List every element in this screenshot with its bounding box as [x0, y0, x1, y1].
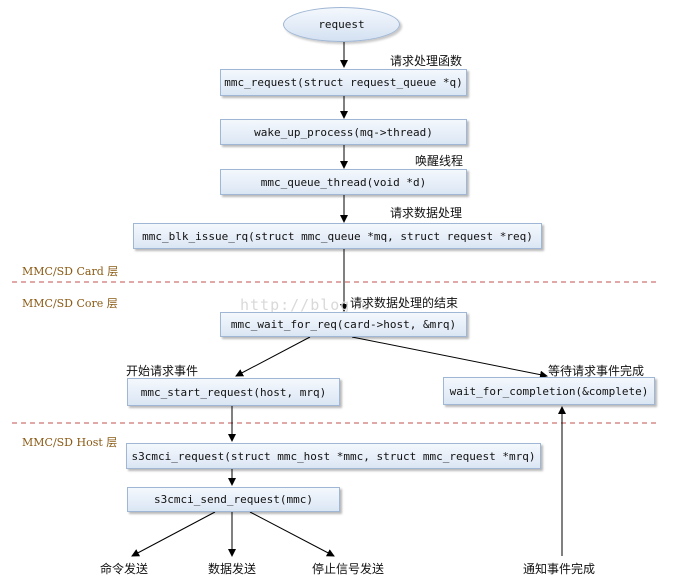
layer-label-card: MMC/SD Card 层: [22, 265, 119, 278]
note-process-end: 请求数据处理的结束: [350, 296, 459, 310]
layer-label-host: MMC/SD Host 层: [22, 436, 118, 449]
label-notify-done: 通知事件完成: [523, 562, 596, 576]
mmc-blk-issue-rq-box: mmc_blk_issue_rq(struct mmc_queue *mq, s…: [133, 223, 542, 249]
mmc-wait-for-req-box: mmc_wait_for_req(card->host, &mrq): [220, 312, 467, 337]
note-data-process: 请求数据处理: [390, 206, 463, 220]
wait-for-completion-box: wait_for_completion(&complete): [443, 377, 655, 405]
arrow-send-to-cmd: [131, 511, 216, 557]
note-request-func: 请求处理函数: [390, 54, 463, 68]
label-data-send: 数据发送: [208, 562, 257, 576]
label-stop-send: 停止信号发送: [312, 562, 385, 576]
label-cmd-send: 命令发送: [100, 562, 149, 576]
note-start-event: 开始请求事件: [126, 364, 199, 378]
mmc-queue-thread-box: mmc_queue_thread(void *d): [220, 169, 467, 195]
mmc-request-box: mmc_request(struct request_queue *q): [220, 69, 467, 96]
arrow-wait-for-req-to-wait-completion: [351, 336, 548, 379]
mmc-start-request-box: mmc_start_request(host, mrq): [127, 378, 340, 406]
watermark: http://blog.c: [240, 296, 371, 314]
arrow-wait-for-req-to-start-request: [235, 336, 311, 377]
arrow-send-to-stop: [249, 511, 335, 557]
request-start-node: request: [283, 7, 400, 42]
wake-up-process-box: wake_up_process(mq->thread): [220, 119, 467, 145]
note-wake-thread: 唤醒线程: [415, 154, 464, 168]
s3cmci-request-box: s3cmci_request(struct mmc_host *mmc, str…: [126, 443, 541, 469]
layer-label-core: MMC/SD Core 层: [22, 297, 118, 310]
note-wait-event: 等待请求事件完成: [548, 364, 645, 378]
s3cmci-send-request-box: s3cmci_send_request(mmc): [127, 487, 340, 512]
